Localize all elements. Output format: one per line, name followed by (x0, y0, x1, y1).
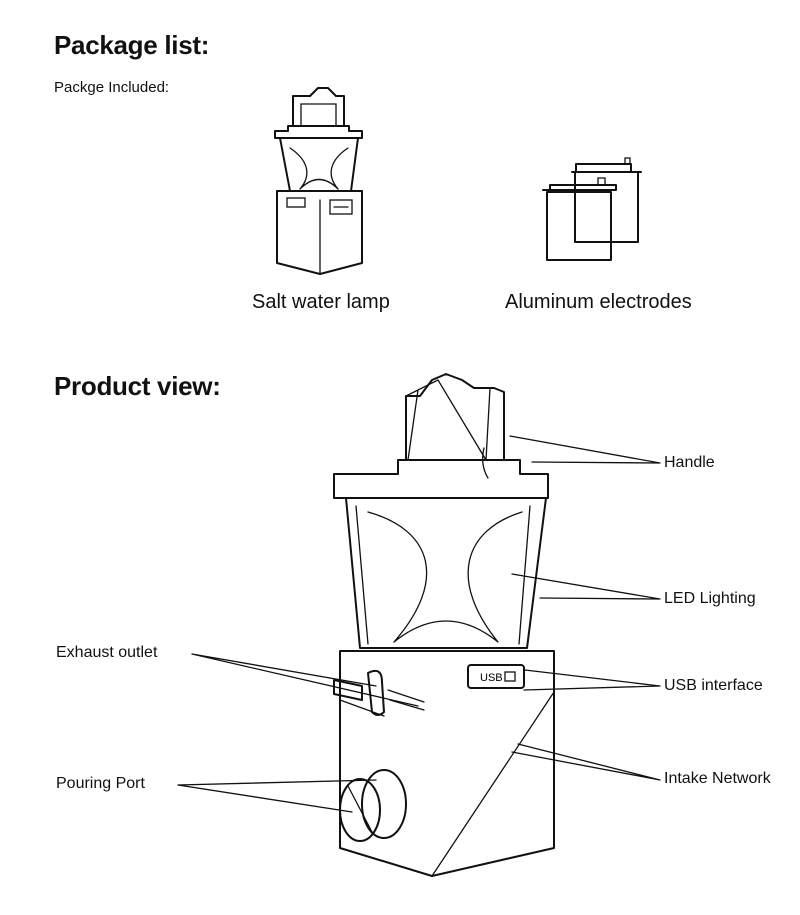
handle-label: Handle (664, 454, 715, 471)
led-lighting-label: LED Lighting (664, 590, 756, 607)
exhaust-outlet-label: Exhaust outlet (56, 644, 158, 661)
aluminum-electrodes-illustration (542, 157, 642, 261)
lamp-product-illustration: USB (333, 373, 555, 877)
aluminum-electrodes-label: Aluminum electrodes (505, 291, 692, 313)
pouring-port-label: Pouring Port (56, 775, 145, 792)
product-view-title: Product view: (54, 371, 221, 401)
package-list-title: Package list: (54, 30, 210, 60)
usb-interface-label: USB interface (664, 677, 763, 694)
package-included-label: Packge Included: (54, 79, 170, 96)
intake-network-label: Intake Network (664, 770, 771, 787)
salt-water-lamp-illustration (274, 87, 363, 275)
usb-panel-text: USB (480, 672, 503, 684)
callout-lines (177, 435, 661, 813)
salt-water-lamp-label: Salt water lamp (252, 291, 390, 313)
